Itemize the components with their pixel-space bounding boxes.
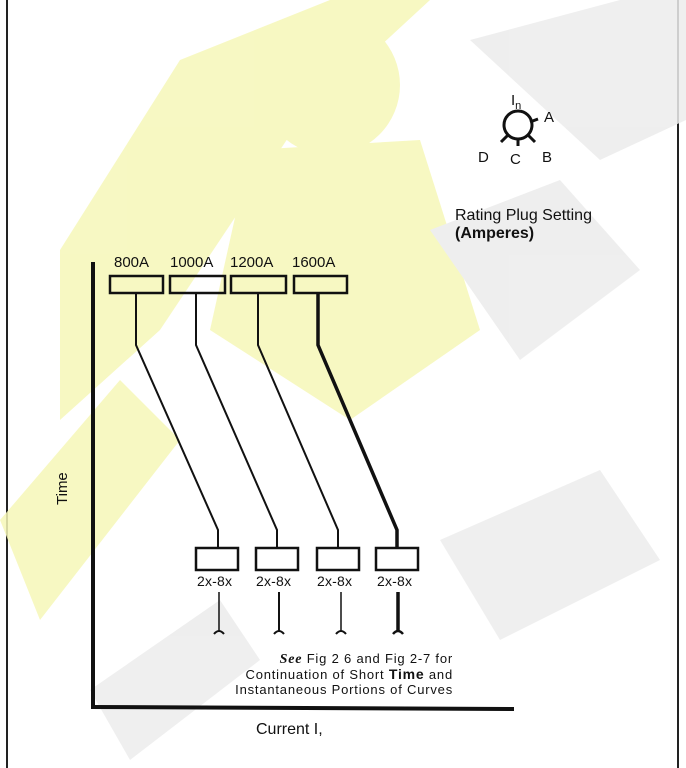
shorttime-box-1200a — [315, 546, 361, 572]
break-1600a — [392, 629, 404, 635]
pickup-box-1600a — [292, 274, 349, 295]
rating-plug-dial-icon — [499, 109, 539, 146]
shorttime-box-800a — [194, 546, 240, 572]
rating-plug-symbol: In — [511, 92, 522, 112]
y-axis-label: Time — [54, 472, 71, 505]
shorttime-box-1000a — [254, 546, 300, 572]
multiplier-1000a: 2x-8x — [256, 573, 292, 589]
curve-1200a — [257, 293, 339, 548]
rating-label-1000a: 1000A — [170, 254, 214, 271]
curve-1000a — [195, 293, 278, 548]
multiplier-800a: 2x-8x — [197, 573, 233, 589]
note-line-1: See Fig 2 6 and Fig 2-7 for — [279, 651, 453, 667]
break-1200a — [335, 630, 347, 635]
x-axis — [90, 705, 515, 711]
curve-1600a — [316, 293, 399, 548]
continuation-note: See Fig 2 6 and Fig 2-7 for Continuation… — [170, 651, 453, 697]
rating-label-800a: 800A — [114, 254, 150, 271]
pickup-box-800a — [108, 274, 165, 295]
dial-position-b: B — [542, 149, 553, 166]
dial-position-c: C — [510, 151, 521, 168]
break-1000a — [273, 630, 285, 635]
rating-label-1200a: 1200A — [230, 254, 274, 271]
multiplier-1600a: 2x-8x — [377, 573, 413, 589]
break-800a — [213, 630, 225, 635]
shorttime-box-1600a — [374, 546, 420, 572]
rating-plug-units: (Amperes) — [455, 225, 535, 242]
rating-plug-title: Rating Plug Setting — [455, 207, 592, 224]
frame-right-line — [677, 0, 679, 768]
curve-800a — [135, 293, 219, 548]
multiplier-1200a: 2x-8x — [317, 573, 353, 589]
dial-position-d: D — [478, 149, 489, 166]
frame-left-line — [6, 0, 8, 768]
rating-label-1600a: 1600A — [292, 254, 336, 271]
note-line-3: Instantaneous Portions of Curves — [235, 682, 453, 697]
dial-position-a: A — [544, 109, 555, 126]
pickup-box-1200a — [229, 274, 288, 295]
note-line-2: Continuation of Short Time and — [245, 666, 453, 683]
pickup-box-1000a — [168, 274, 227, 295]
x-axis-label: Current I, — [256, 721, 323, 738]
